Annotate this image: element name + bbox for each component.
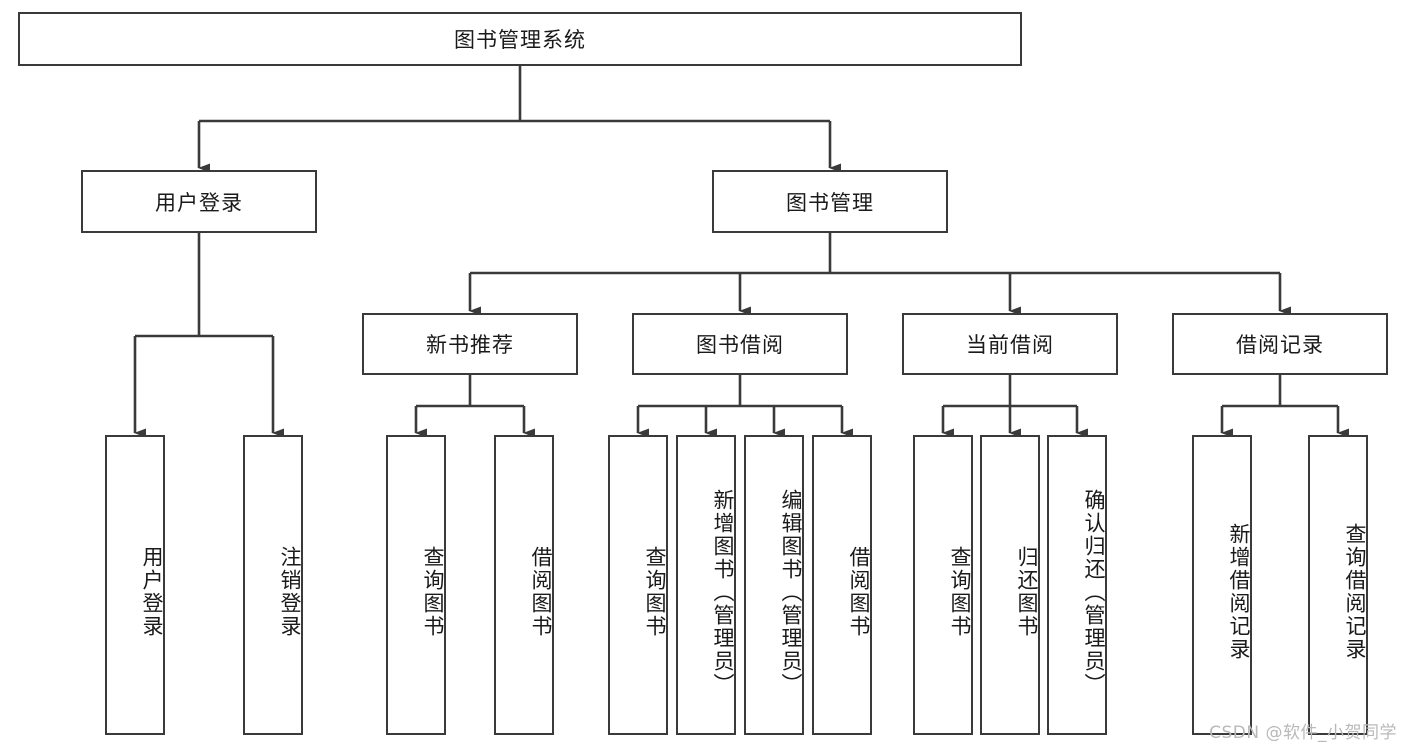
- node-current-borrow-label: 当前借阅: [966, 333, 1054, 357]
- node-leaf-borrow-book-2-label: 借阅图书: [847, 546, 871, 638]
- node-leaf-query-book-1-label: 查询图书: [421, 546, 445, 638]
- node-leaf-add-record-label: 新增借阅记录: [1227, 523, 1251, 661]
- node-root-label: 图书管理系统: [454, 28, 586, 52]
- node-leaf-query-book-2-label: 查询图书: [643, 546, 667, 638]
- node-leaf-confirm-return[interactable]: 确认归还（管理员）: [1047, 435, 1107, 735]
- node-user-login[interactable]: 用户登录: [81, 170, 317, 233]
- node-user-login-label: 用户登录: [155, 190, 243, 215]
- node-current-borrow[interactable]: 当前借阅: [902, 313, 1118, 375]
- node-leaf-return-book-label: 归还图书: [1015, 546, 1039, 638]
- node-leaf-edit-book[interactable]: 编辑图书（管理员）: [744, 435, 804, 735]
- node-leaf-query-book-2[interactable]: 查询图书: [608, 435, 668, 735]
- node-book-manage-label: 图书管理: [786, 190, 874, 215]
- node-new-book-rec-label: 新书推荐: [426, 333, 514, 357]
- node-new-book-rec[interactable]: 新书推荐: [362, 313, 578, 375]
- node-leaf-query-book-1[interactable]: 查询图书: [386, 435, 446, 735]
- node-borrow-record[interactable]: 借阅记录: [1172, 313, 1388, 375]
- node-leaf-add-book[interactable]: 新增图书（管理员）: [676, 435, 736, 735]
- node-leaf-add-record[interactable]: 新增借阅记录: [1192, 435, 1252, 735]
- node-root[interactable]: 图书管理系统: [18, 12, 1022, 66]
- node-leaf-user-login[interactable]: 用户登录: [105, 435, 165, 735]
- node-leaf-logout-label: 注销登录: [278, 546, 302, 638]
- node-leaf-confirm-return-label: 确认归还（管理员）: [1082, 488, 1106, 696]
- node-leaf-edit-book-label: 编辑图书（管理员）: [779, 488, 803, 696]
- node-leaf-user-login-label: 用户登录: [140, 546, 164, 638]
- node-leaf-borrow-book-2[interactable]: 借阅图书: [812, 435, 872, 735]
- watermark: CSDN @软件_小贺同学: [1209, 723, 1397, 743]
- node-leaf-logout[interactable]: 注销登录: [243, 435, 303, 735]
- node-leaf-return-book[interactable]: 归还图书: [980, 435, 1040, 735]
- node-leaf-query-book-3-label: 查询图书: [948, 546, 972, 638]
- node-book-borrow[interactable]: 图书借阅: [632, 313, 848, 375]
- node-book-manage[interactable]: 图书管理: [712, 170, 948, 233]
- node-book-borrow-label: 图书借阅: [696, 333, 784, 357]
- node-borrow-record-label: 借阅记录: [1236, 333, 1324, 357]
- node-leaf-add-book-label: 新增图书（管理员）: [711, 488, 735, 696]
- node-leaf-borrow-book-1[interactable]: 借阅图书: [494, 435, 554, 735]
- node-leaf-borrow-book-1-label: 借阅图书: [529, 546, 553, 638]
- node-leaf-query-record[interactable]: 查询借阅记录: [1308, 435, 1368, 735]
- node-leaf-query-record-label: 查询借阅记录: [1343, 523, 1367, 661]
- node-leaf-query-book-3[interactable]: 查询图书: [913, 435, 973, 735]
